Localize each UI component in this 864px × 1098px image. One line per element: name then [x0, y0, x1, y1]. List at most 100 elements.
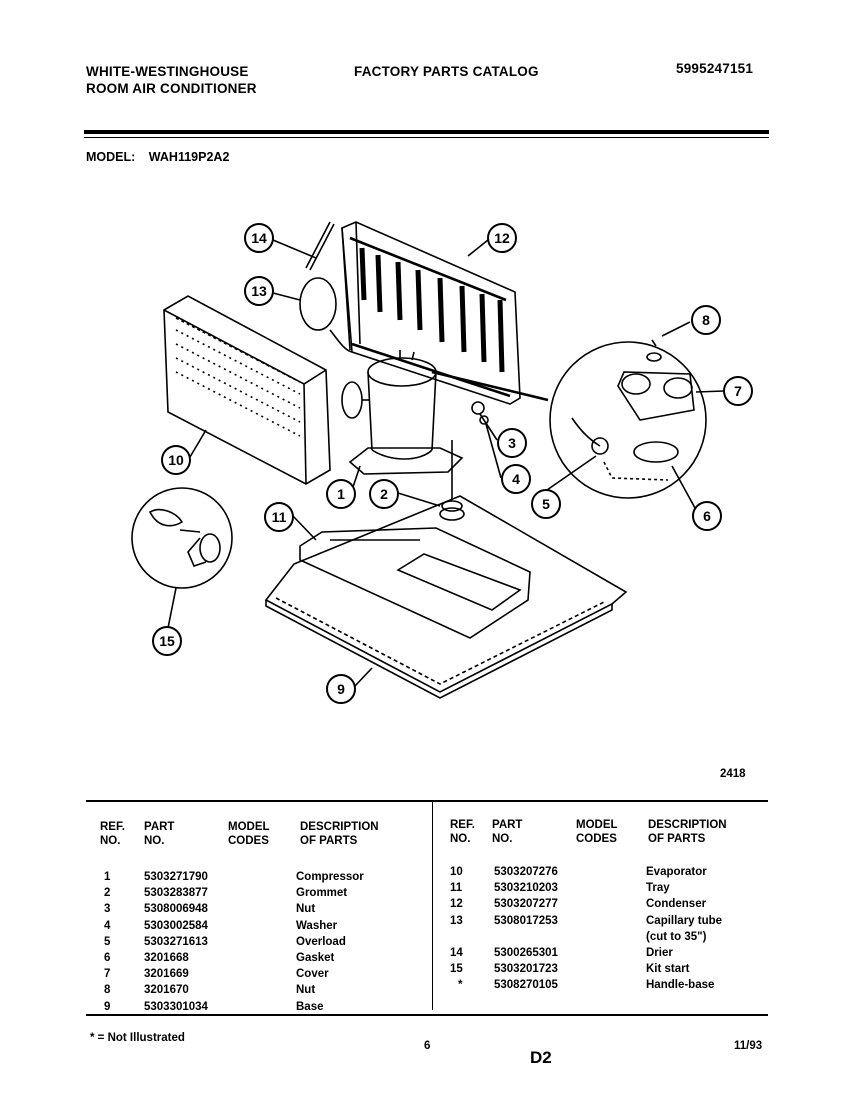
callout-5: 5 [531, 489, 561, 519]
table-cell-ref: 7 [104, 968, 111, 981]
svg-text:15: 15 [159, 633, 175, 649]
brand-title: WHITE-WESTINGHOUSE ROOM AIR CONDITIONER [86, 63, 257, 97]
model-line: MODEL: WAH119P2A2 [86, 150, 229, 164]
right-desc-column: Evaporator Tray Condenser Capillary tube… [646, 864, 722, 994]
svg-text:10: 10 [168, 452, 184, 468]
table-cell-ref: 2 [104, 887, 111, 900]
svg-text:11: 11 [272, 509, 287, 525]
not-illustrated-note: * = Not Illustrated [90, 1032, 185, 1044]
table-top-rule [86, 800, 768, 802]
callout-7: 7 [723, 376, 753, 406]
table-cell-ref: 4 [104, 919, 111, 932]
header-rule-thin [84, 137, 769, 138]
table-cell-part: 5303271790 [144, 871, 208, 883]
table-cell-desc: Base [296, 1000, 324, 1013]
table-cell-desc: Nut [296, 984, 316, 997]
table-cell-part: 5303207276 [494, 866, 558, 878]
table-cell-desc: Overload [296, 935, 346, 948]
table-cell-ref: 9 [104, 1000, 111, 1013]
table-cell-desc: Washer [296, 919, 338, 932]
table-cell-part: 5308006948 [144, 903, 208, 916]
table-cell-part: 5303210203 [494, 882, 558, 895]
table-cell-desc: Tray [646, 882, 670, 895]
table-cell-ref: 1 [104, 871, 111, 883]
figure-number: 2418 [720, 768, 746, 780]
table-cell-ref [450, 929, 463, 945]
table-cell-part: 5300265301 [494, 946, 558, 959]
table-cell-desc: Handle-base [646, 979, 715, 992]
tray-drawing [299, 527, 531, 639]
svg-text:13: 13 [251, 283, 267, 299]
table-cell-desc: Cover [296, 968, 329, 981]
table-cell-desc: Evaporator [646, 866, 707, 878]
table-cell-ref: * [458, 979, 463, 992]
table-cell-desc: (cut to 35") [646, 930, 707, 943]
section-code: D2 [530, 1048, 552, 1067]
brand-line-2: ROOM AIR CONDITIONER [86, 81, 257, 96]
svg-text:12: 12 [494, 230, 510, 246]
brand-line-1: WHITE-WESTINGHOUSE [86, 64, 249, 79]
table-cell-part: 5303283877 [144, 887, 208, 900]
table-cell-desc: Nut [296, 903, 316, 916]
callout-11: 11 [264, 502, 294, 532]
callout-2: 2 [369, 479, 399, 509]
leader-lines [167, 239, 725, 687]
right-part-column: 5303207276 5303210203 5303207277 5308017… [494, 864, 558, 994]
callout-9: 9 [326, 674, 356, 704]
nut-washer-drawing [471, 401, 489, 425]
compressor-drawing [341, 350, 549, 475]
table-cell-desc: Kit start [646, 963, 690, 976]
table-cell-part: 5308017253 [494, 914, 558, 927]
table-cell-part: 5303271613 [144, 935, 208, 948]
callout-4: 4 [501, 464, 531, 494]
model-label: MODEL: [86, 150, 136, 164]
table-cell-part: 3201670 [144, 984, 189, 997]
model-value: WAH119P2A2 [148, 150, 230, 164]
table-cell-ref: 10 [450, 866, 463, 878]
base-drawing [264, 495, 628, 699]
kit-start-detail-drawing [131, 487, 233, 589]
callout-15: 15 [152, 626, 182, 656]
table-cell-part: 3201668 [144, 951, 189, 964]
table-cell-desc: Grommet [296, 887, 348, 900]
left-desc-column: Compressor Grommet Nut Washer Overload G… [296, 869, 364, 1015]
table-cell-ref: 11 [450, 882, 463, 895]
condenser-drawing [341, 221, 521, 405]
table-cell-part [494, 929, 558, 945]
revision-date: 11/93 [734, 1040, 763, 1052]
callout-10: 10 [161, 445, 191, 475]
table-cell-ref: 12 [450, 898, 463, 911]
table-cell-ref: 6 [104, 951, 111, 964]
header-ref-no-right: REF.NO. [450, 819, 475, 845]
callout-14: 14 [244, 223, 274, 253]
left-part-column: 5303271790 5303283877 5308006948 5303002… [144, 869, 208, 1015]
catalog-number: 5995247151 [676, 61, 754, 76]
table-cell-desc: Drier [646, 946, 673, 959]
table-cell-desc: Capillary tube [646, 914, 723, 927]
table-cell-ref: 8 [104, 984, 111, 997]
grommet-drawing [439, 440, 465, 521]
table-bottom-rule [86, 1014, 768, 1016]
page-number: 6 [424, 1040, 431, 1052]
table-cell-ref: 15 [450, 963, 463, 976]
svg-text:14: 14 [251, 230, 267, 246]
table-cell-desc: Condenser [646, 898, 707, 911]
overload-cover-detail-drawing [549, 339, 707, 499]
table-cell-ref: 3 [104, 903, 111, 916]
table-cell-part: 5303301034 [144, 1000, 208, 1013]
table-cell-ref: 14 [450, 946, 463, 959]
table-cell-part: 5303201723 [494, 963, 558, 976]
table-cell-part: 5303002584 [144, 919, 208, 932]
svg-text:9: 9 [337, 681, 345, 697]
svg-text:5: 5 [542, 496, 550, 512]
svg-text:3: 3 [508, 435, 516, 451]
catalog-title: FACTORY PARTS CATALOG [354, 64, 539, 79]
table-cell-part: 5303207277 [494, 898, 558, 911]
table-divider [432, 800, 433, 1010]
callout-6: 6 [692, 501, 722, 531]
